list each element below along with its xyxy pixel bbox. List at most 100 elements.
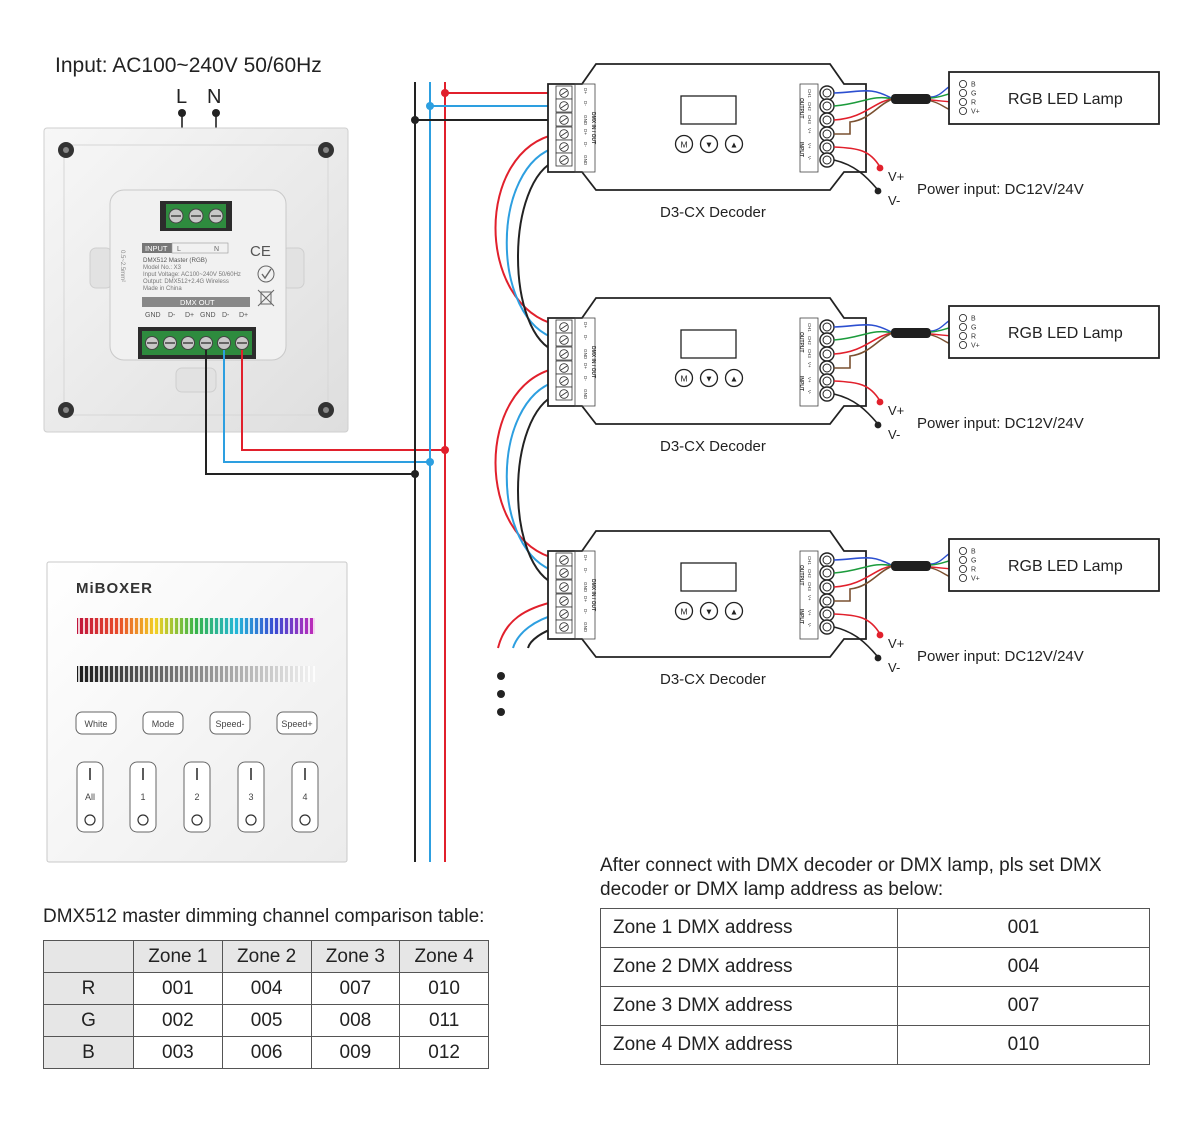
zone-all-button[interactable]: All: [76, 761, 104, 833]
speed-minus-button[interactable]: Speed-: [209, 711, 251, 735]
output-terminal-inner: [822, 622, 832, 632]
lamp-pin-label: V+: [971, 343, 980, 350]
zone-address-value: 001: [897, 908, 1150, 948]
label-line-4: Made in China: [143, 286, 182, 292]
output-terminal: [819, 373, 835, 389]
mode-button[interactable]: Mode: [142, 711, 184, 735]
power-wires: [833, 613, 881, 658]
decoder-button-ring: [699, 134, 719, 154]
lamp-wires: [833, 90, 894, 135]
down-button[interactable]: ▼: [699, 601, 719, 621]
decoder-display: [680, 329, 737, 359]
decoder-button-ring: [724, 601, 744, 621]
lamp-pin-terminal: [958, 546, 968, 556]
menu-button[interactable]: M: [674, 134, 694, 154]
output-pin-label: CH3: [807, 115, 812, 124]
output-terminal: [819, 579, 835, 595]
zone-address-label: Zone 3 DMX address: [600, 986, 898, 1026]
screw-slot: [560, 157, 568, 163]
vplus-label: V+: [888, 403, 904, 418]
speed-plus-button[interactable]: Speed+: [276, 711, 318, 735]
dmx-pin-label: GND: [583, 115, 588, 126]
decoder-name: D3-CX Decoder: [660, 204, 766, 221]
dmx-in-out-label: DMX IN / OUT: [590, 112, 596, 144]
dmx-terminal-dminus-1: D-: [168, 312, 176, 319]
weee-bin-icon: [257, 289, 275, 307]
label-line-3: Output: DMX512+2.4G Wireless: [143, 279, 229, 285]
menu-button[interactable]: M: [674, 368, 694, 388]
lamp-cable: [891, 328, 931, 338]
output-pin-label: CH1: [807, 556, 812, 565]
up-button[interactable]: ▲: [724, 601, 744, 621]
slider-ticks: [78, 618, 315, 682]
input-label: INPUT: [798, 376, 804, 391]
dmx-pin-label: GND: [583, 622, 588, 633]
output-label: OUTPUT: [798, 98, 804, 119]
row-header: B: [43, 1036, 134, 1069]
decoder-label-strip: [799, 317, 819, 407]
screw-slot: [560, 90, 568, 96]
terminal-screw-icon: [145, 336, 159, 350]
zone-address-value: 004: [897, 947, 1150, 987]
lamp-pin-label: B: [971, 316, 976, 323]
down-button[interactable]: ▼: [699, 134, 719, 154]
lamp-pin-terminal: [958, 322, 968, 332]
zone-1-button[interactable]: 1: [129, 761, 157, 833]
lamp-pin-terminal: [958, 331, 968, 341]
rgb-led-lamp: [948, 305, 1160, 359]
power-wires: [833, 146, 881, 191]
mains-n-label: N: [207, 86, 221, 108]
lamp-pin-terminal: [958, 313, 968, 323]
screw-slot: [560, 624, 568, 630]
decoder-button-ring: [699, 368, 719, 388]
terminal-screw-icon: [181, 336, 195, 350]
screw-slot: [560, 365, 568, 371]
up-button[interactable]: ▲: [724, 134, 744, 154]
input-pin-label: V+: [807, 610, 812, 616]
vminus-label: V-: [888, 427, 900, 442]
dmx-terminal-gnd-1: GND: [145, 312, 161, 319]
input-pin-label: V-: [807, 623, 812, 628]
power-input-label: Power input: DC12V/24V: [917, 415, 1084, 432]
output-pin-label: CH3: [807, 582, 812, 591]
zone-2-button[interactable]: 2: [183, 761, 211, 833]
mode-button-label: Mode: [152, 719, 175, 729]
zone-1-label: 1: [140, 792, 145, 802]
up-button[interactable]: ▲: [724, 368, 744, 388]
screw-slot: [560, 103, 568, 109]
lamp-pin-label: V+: [971, 576, 980, 583]
output-pin-label: CH3: [807, 349, 812, 358]
output-terminal: [819, 565, 835, 581]
output-terminal-inner: [822, 335, 832, 345]
label-line-0: DMX512 Master (RGB): [143, 257, 207, 264]
master-panel-front: MiBOXER White Mode Speed- Speed+ All: [46, 561, 348, 863]
speed-minus-label: Speed-: [215, 719, 244, 729]
screw-slot: [560, 584, 568, 590]
dmx-pin-label: GND: [583, 582, 588, 593]
zone-4-button[interactable]: 4: [291, 761, 319, 833]
input-label: INPUT: [798, 609, 804, 624]
table-row: Zone 2 DMX address 004: [600, 947, 1150, 987]
lamp-name: RGB LED Lamp: [1008, 325, 1123, 342]
address-note-line-2: decoder or DMX lamp address as below:: [600, 879, 943, 900]
screw-slot: [560, 117, 568, 123]
menu-button[interactable]: M: [674, 601, 694, 621]
input-pin-label: V-: [807, 156, 812, 161]
dmx-pin-label: D-: [583, 335, 588, 340]
down-button[interactable]: ▼: [699, 368, 719, 388]
white-button[interactable]: White: [75, 711, 117, 735]
decoder-label-strip: [799, 83, 819, 173]
label-line-2: Input Voltage: AC100~240V 50/60Hz: [143, 272, 241, 278]
lamp-pin-label: R: [971, 567, 976, 574]
power-input-label: Power input: DC12V/24V: [917, 648, 1084, 665]
zone-2-label: 2: [194, 792, 199, 802]
rainbow-slider[interactable]: [77, 618, 315, 634]
brightness-slider[interactable]: [77, 666, 315, 682]
zone-3-button[interactable]: 3: [237, 761, 265, 833]
rohs-check-icon: [257, 265, 275, 283]
table-row: Zone 4 DMX address 010: [600, 1025, 1150, 1065]
vminus-dot: [874, 187, 882, 195]
output-pin-label: CH2: [807, 102, 812, 111]
brand-logo: MiBOXER: [76, 580, 153, 597]
